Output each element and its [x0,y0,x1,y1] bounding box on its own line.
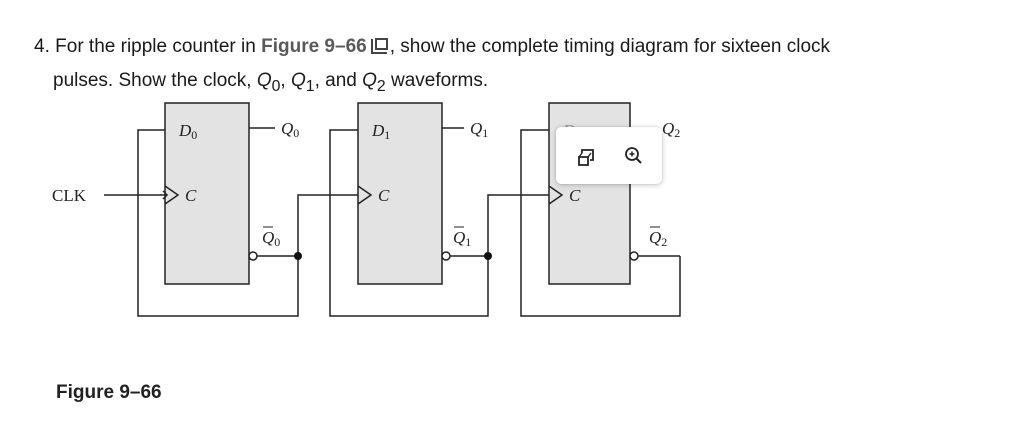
figure-link[interactable]: Figure 9–66 [261,36,390,57]
signal-q: Q [256,70,272,91]
q-sub: 1 [482,126,488,140]
signal-q: Q [290,70,306,91]
expand-image-icon[interactable] [569,139,603,173]
question-text-part: For the ripple counter in [55,36,262,57]
zoom-in-button[interactable] [617,139,651,173]
qbar-label: Q [262,228,274,247]
image-toolbar [556,127,662,184]
q-sub: 2 [674,126,680,140]
q-label: Q [470,119,482,138]
svg-text:D0: D0 [178,121,197,142]
question-number: 4. [34,36,50,57]
svg-text:Q0: Q0 [262,228,280,249]
question-text-part: , [280,70,291,91]
flip-flop-1 [357,102,443,285]
question-text: 4. For the ripple counter in Figure 9–66… [34,30,1014,104]
clock-label-2: C [569,186,581,205]
question-line-2: pulses. Show the clock, Q0, Q1, and Q2 w… [34,64,1014,104]
signal-sub: 1 [305,77,315,95]
figure-link-label[interactable]: Figure 9–66 [261,36,367,57]
d-sub: 0 [191,128,197,142]
qbar-sub: 0 [274,235,280,249]
q-label: Q [662,119,674,138]
qbar-label: Q [649,228,661,247]
d-label: D [178,121,192,140]
open-figure-icon[interactable] [370,37,390,55]
q-label: Q [281,119,293,138]
svg-text:Q1: Q1 [453,228,471,249]
question-text-part: , and [314,70,363,91]
svg-text:D1: D1 [371,121,390,142]
qbar-label: Q [453,228,465,247]
d-sub: 1 [384,128,390,142]
svg-text:Q1: Q1 [470,119,488,140]
clock-label-0: C [185,186,197,205]
zoom-in-icon[interactable] [617,139,651,173]
question-text-part: , show the complete timing diagram for s… [389,36,831,57]
question-text-part: waveforms. [385,70,489,91]
expand-image-button[interactable] [569,139,603,173]
clk-label: CLK [52,186,87,205]
d-label: D [371,121,385,140]
signal-sub: 0 [271,77,281,95]
question-text-part: pulses. Show the clock, [53,70,257,91]
question-line-1: 4. For the ripple counter in Figure 9–66… [34,30,1014,64]
figure-caption: Figure 9–66 [56,382,162,403]
q-sub: 0 [293,126,299,140]
qbar-sub: 1 [465,235,471,249]
qbar-sub: 2 [661,235,667,249]
signal-q: Q [362,70,377,91]
flip-flop-0 [164,102,250,285]
signal-sub: 2 [376,77,386,95]
svg-text:Q0: Q0 [281,119,299,140]
clock-label-1: C [378,186,390,205]
svg-text:Q2: Q2 [662,119,680,140]
svg-text:Q2: Q2 [649,228,667,249]
